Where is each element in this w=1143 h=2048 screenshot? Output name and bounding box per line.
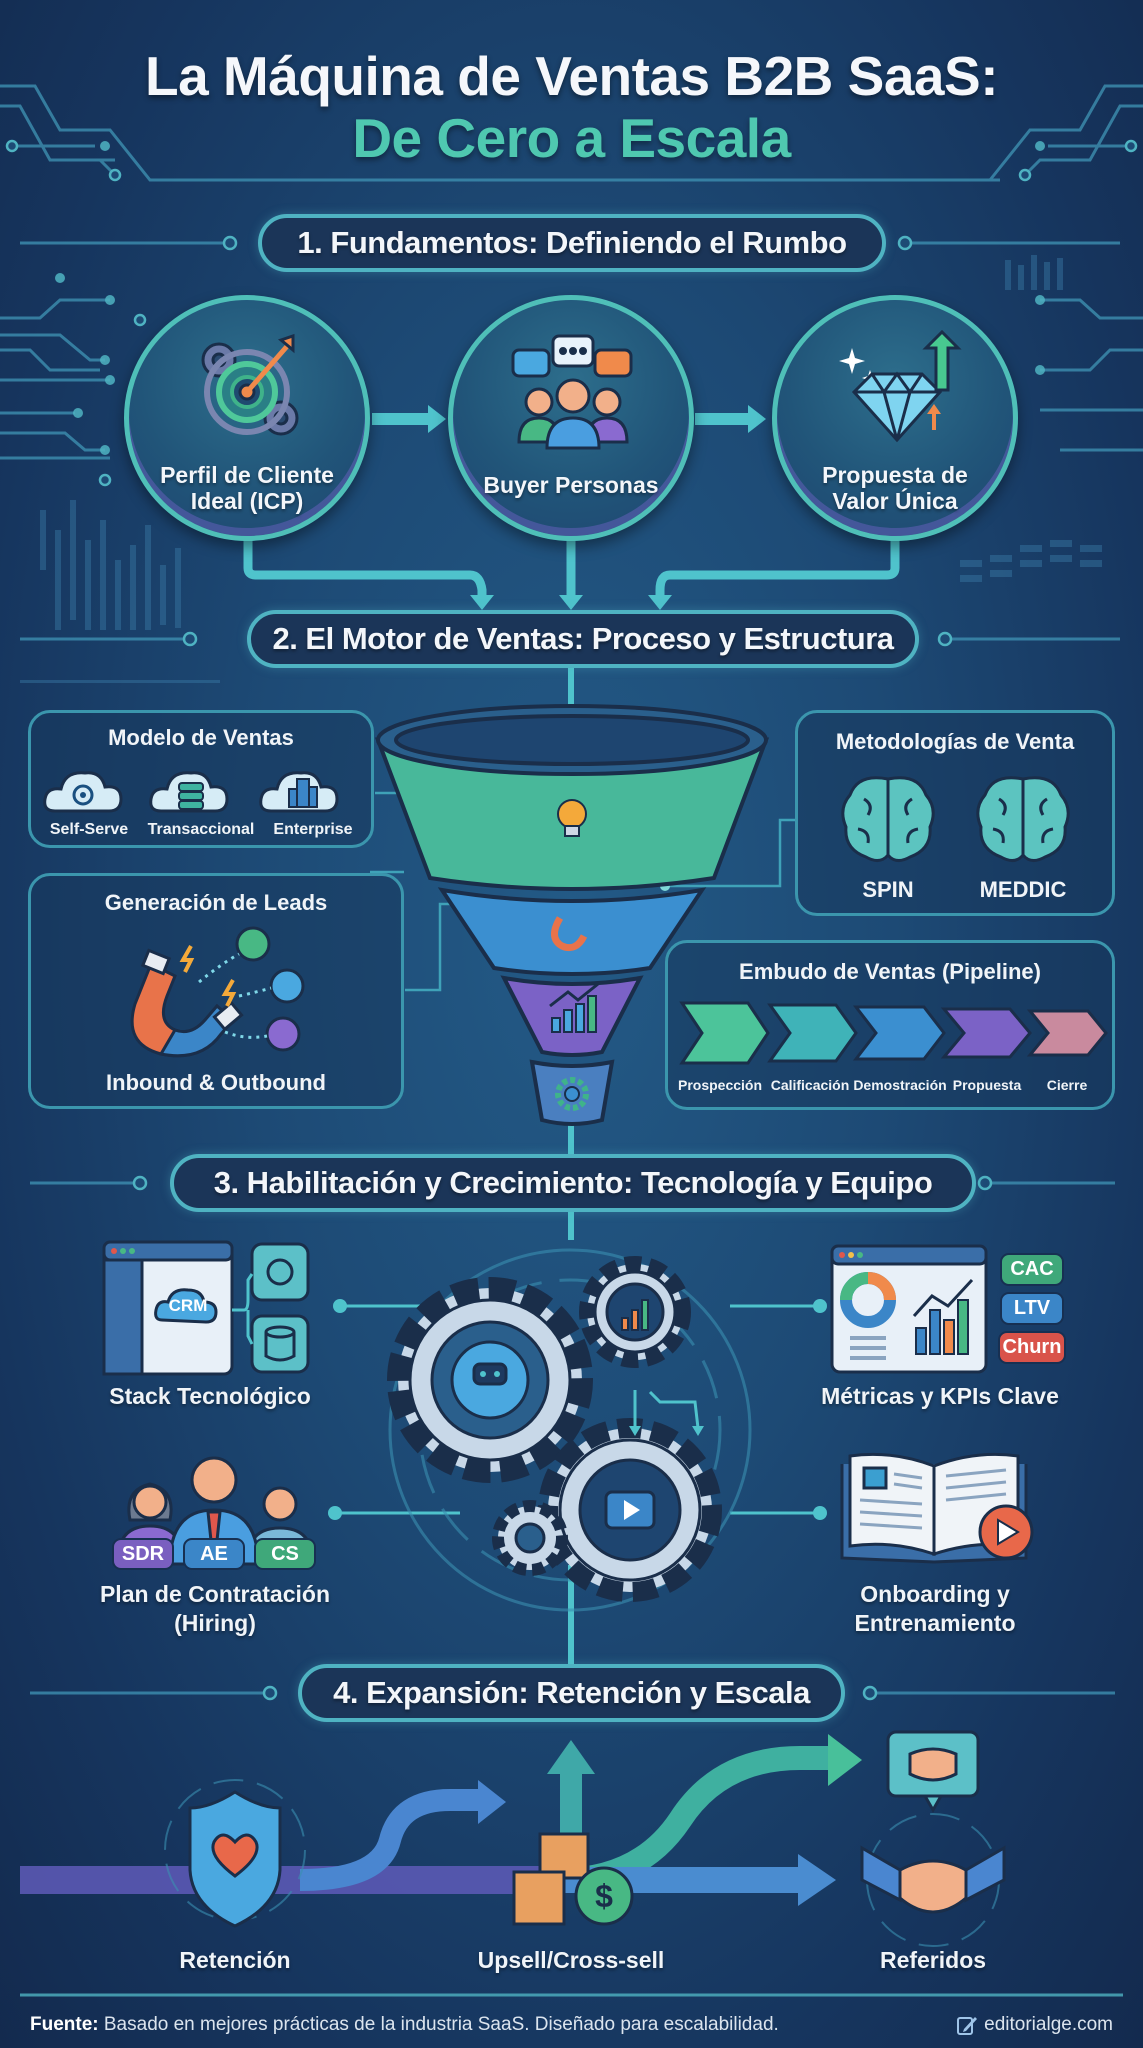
lead-generation-box: Generación de Leads Inbound & Outbound xyxy=(28,873,404,1109)
metrics-dashboard-icon xyxy=(830,1244,988,1374)
pipeline-box: Embudo de Ventas (Pipeline) Prospección … xyxy=(665,940,1115,1110)
methodology-spin: SPIN xyxy=(862,877,914,902)
pipeline-stage-cierre: Cierre xyxy=(1046,1077,1088,1093)
people-chat-icon xyxy=(511,334,633,450)
lead-generation-subtitle: Inbound & Outbound xyxy=(106,1070,326,1095)
page-title: La Máquina de Ventas B2B SaaS: xyxy=(144,45,999,107)
section-1-header: 1. Fundamentos: Definiendo el Rumbo xyxy=(258,214,886,272)
methodology-meddic: MEDDIC xyxy=(979,877,1067,902)
hiring-label-line1: Plan de Contratación xyxy=(99,1581,331,1607)
crm-label: CRM xyxy=(168,1296,208,1315)
node-buyer-personas: Buyer Personas xyxy=(448,295,694,541)
role-tag-ae: AE xyxy=(183,1538,245,1570)
sales-model-box: Modelo de Ventas Self-Serve Transacciona… xyxy=(28,710,374,848)
kpi-tag-churn: Churn xyxy=(998,1331,1066,1364)
node-value-proposition: Propuesta de Valor Única xyxy=(772,295,1018,541)
onboarding-label-line1: Onboarding y xyxy=(860,1581,1010,1607)
lead-generation-title: Generación de Leads xyxy=(104,890,328,915)
pipeline-chevrons xyxy=(679,1001,1108,1065)
tech-stack-label: Stack Tecnológico xyxy=(109,1383,311,1409)
diamond-growth-icon xyxy=(839,330,962,443)
node-value-proposition-label-line1: Propuesta de xyxy=(822,462,968,488)
expansion-referrals-label: Referidos xyxy=(879,1947,987,1973)
expansion-flow: $ xyxy=(20,1730,1006,1947)
node-buyer-personas-label: Buyer Personas xyxy=(483,472,659,498)
pipeline-title: Embudo de Ventas (Pipeline) xyxy=(739,959,1041,984)
cloud-gear-icon xyxy=(72,784,94,806)
pipeline-stage-demostracion: Demostración xyxy=(853,1077,947,1093)
role-tag-sdr: SDR xyxy=(112,1538,174,1570)
pipeline-stage-prospeccion: Prospección xyxy=(677,1077,763,1093)
footer-source-label: Fuente: xyxy=(30,2014,99,2035)
role-tag-cs: CS xyxy=(254,1538,316,1570)
expansion-upsell-label: Upsell/Cross-sell xyxy=(477,1947,665,1973)
mini-bar-chart-icon xyxy=(621,1299,649,1331)
funnel-magnet-icon xyxy=(551,916,588,952)
boxes-dollar-icon xyxy=(512,1832,634,1926)
shield-heart-icon xyxy=(164,1779,306,1928)
methodologies-title: Metodologías de Venta xyxy=(835,729,1075,754)
onboarding-label-line2: Entrenamiento xyxy=(854,1610,1016,1636)
footer-site-link[interactable]: editorialge.com xyxy=(984,2014,1113,2035)
kpi-tag-ltv: LTV xyxy=(1000,1292,1064,1325)
magnet-icon xyxy=(130,926,305,1058)
page-subtitle: De Cero a Escala xyxy=(352,107,791,169)
node-value-proposition-label-line2: Valor Única xyxy=(832,488,958,514)
sales-model-clouds xyxy=(43,771,339,813)
chevron-propuesta xyxy=(940,1007,1032,1059)
section-4-header: 4. Expansión: Retención y Escala xyxy=(298,1664,845,1722)
sales-model-transaccional: Transaccional xyxy=(147,821,255,838)
node-value-proposition-label: Propuesta de Valor Única xyxy=(777,462,1013,514)
sales-funnel xyxy=(374,704,770,1126)
node-icp: Perfil de Cliente Ideal (ICP) xyxy=(124,295,370,541)
sales-model-title: Modelo de Ventas xyxy=(108,725,294,750)
handshake-icon xyxy=(860,1730,1006,1947)
node-icp-label-line1: Perfil de Cliente xyxy=(160,462,334,488)
stack-gear-icon xyxy=(266,1258,294,1286)
pipeline-stage-calificacion: Calificación xyxy=(770,1077,850,1093)
brain-icon-meddic xyxy=(976,776,1070,862)
sales-model-self-serve: Self-Serve xyxy=(49,821,129,838)
chevron-calificacion xyxy=(767,1003,858,1063)
metrics-label: Métricas y KPIs Clave xyxy=(821,1383,1059,1409)
chevron-prospeccion xyxy=(679,1001,770,1065)
target-gears-icon xyxy=(201,333,299,436)
funnel-gear-icon xyxy=(555,1077,589,1111)
footer-source-text: Basado en mejores prácticas de la indust… xyxy=(98,2014,779,2035)
training-book-icon xyxy=(840,1452,1034,1564)
cloud-building-icon xyxy=(288,778,318,808)
gears-illustration xyxy=(387,1248,752,1612)
growth-chart-icon xyxy=(549,982,599,1033)
footer-site[interactable]: editorialge.com xyxy=(956,2014,1113,2036)
chevron-demostracion xyxy=(852,1005,946,1061)
expansion-retention-label: Retención xyxy=(179,1947,291,1973)
hiring-label: Plan de Contratación (Hiring) xyxy=(60,1580,370,1638)
footer-source: Fuente: Basado en mejores prácticas de l… xyxy=(30,2014,779,2036)
hiring-label-line2: (Hiring) xyxy=(174,1610,256,1636)
tech-stack-illustration xyxy=(102,1240,310,1376)
node-icp-label-line2: Ideal (ICP) xyxy=(190,488,304,514)
chevron-cierre xyxy=(1026,1009,1108,1057)
methodologies-box: Metodologías de Venta SPIN MEDDIC xyxy=(795,710,1115,916)
brain-icon-spin xyxy=(841,776,935,862)
crm-cloud-icon xyxy=(154,1288,218,1324)
edit-pen-icon xyxy=(957,2017,978,2035)
kpi-tag-cac: CAC xyxy=(1000,1253,1064,1286)
pipeline-stage-propuesta: Propuesta xyxy=(952,1077,1022,1093)
funnel-stage-2 xyxy=(437,887,707,976)
sales-model-enterprise: Enterprise xyxy=(273,821,353,838)
section-2-header: 2. El Motor de Ventas: Proceso y Estruct… xyxy=(247,610,919,668)
section-3-header: 3. Habilitación y Crecimiento: Tecnologí… xyxy=(170,1154,976,1212)
lightbulb-icon xyxy=(557,799,587,837)
cloud-database-icon xyxy=(178,782,204,810)
onboarding-label: Onboarding y Entrenamiento xyxy=(800,1580,1070,1638)
node-icp-label: Perfil de Cliente Ideal (ICP) xyxy=(129,462,365,514)
svg-text:$: $ xyxy=(595,1878,613,1914)
